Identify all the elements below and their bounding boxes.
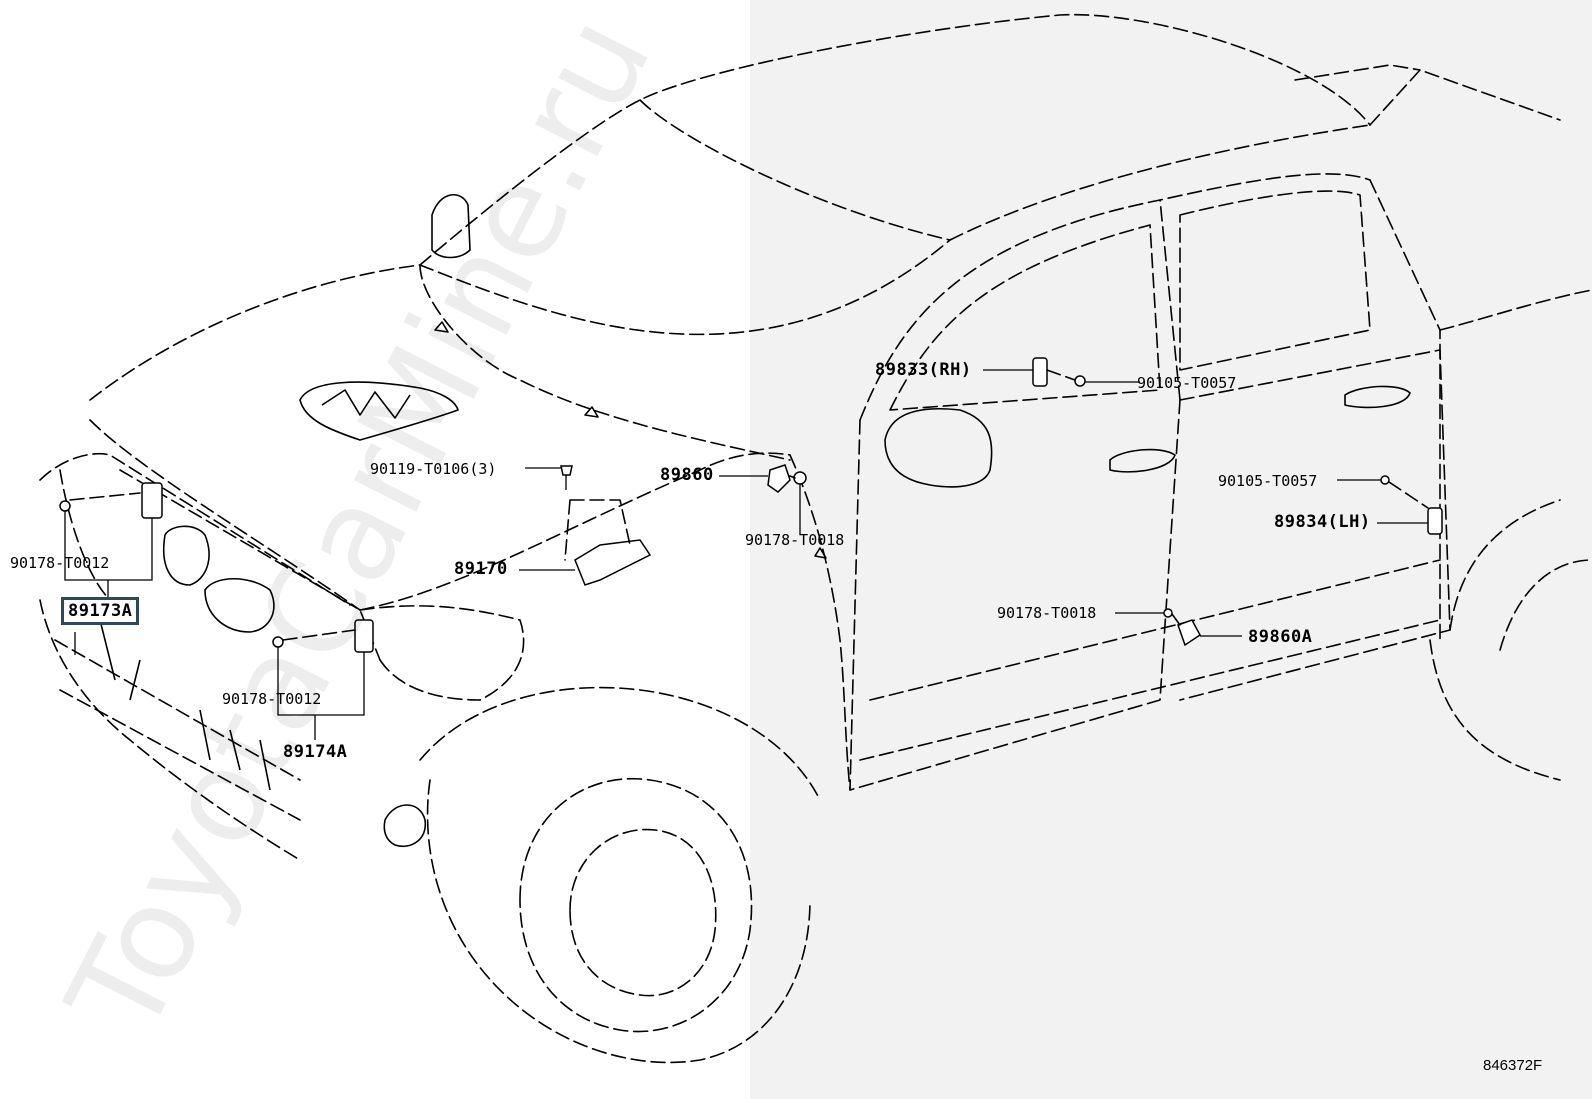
label-89174A[interactable]: 89174A — [283, 742, 348, 762]
label-89860[interactable]: 89860 — [660, 465, 714, 485]
label-90178-T0018-lower[interactable]: 90178-T0018 — [997, 604, 1097, 622]
figure-code: 846372F — [1483, 1057, 1543, 1074]
label-90105-T0057-upper[interactable]: 90105-T0057 — [1137, 374, 1237, 392]
label-89170[interactable]: 89170 — [454, 559, 508, 579]
label-90119-T0106[interactable]: 90119-T0106(3) — [370, 460, 497, 478]
label-89173A-highlighted[interactable]: 89173A — [61, 597, 140, 625]
label-89860A[interactable]: 89860A — [1248, 627, 1313, 647]
shaded-panel — [750, 0, 1592, 1099]
label-90178-T0018-upper[interactable]: 90178-T0018 — [745, 531, 845, 549]
label-89834-LH[interactable]: 89834(LH) — [1274, 512, 1371, 532]
label-90105-T0057-lower[interactable]: 90105-T0057 — [1218, 472, 1318, 490]
label-89833-RH[interactable]: 89833(RH) — [875, 360, 972, 380]
label-90178-T0012-left[interactable]: 90178-T0012 — [10, 554, 110, 572]
label-90178-T0012-center[interactable]: 90178-T0012 — [222, 690, 322, 708]
